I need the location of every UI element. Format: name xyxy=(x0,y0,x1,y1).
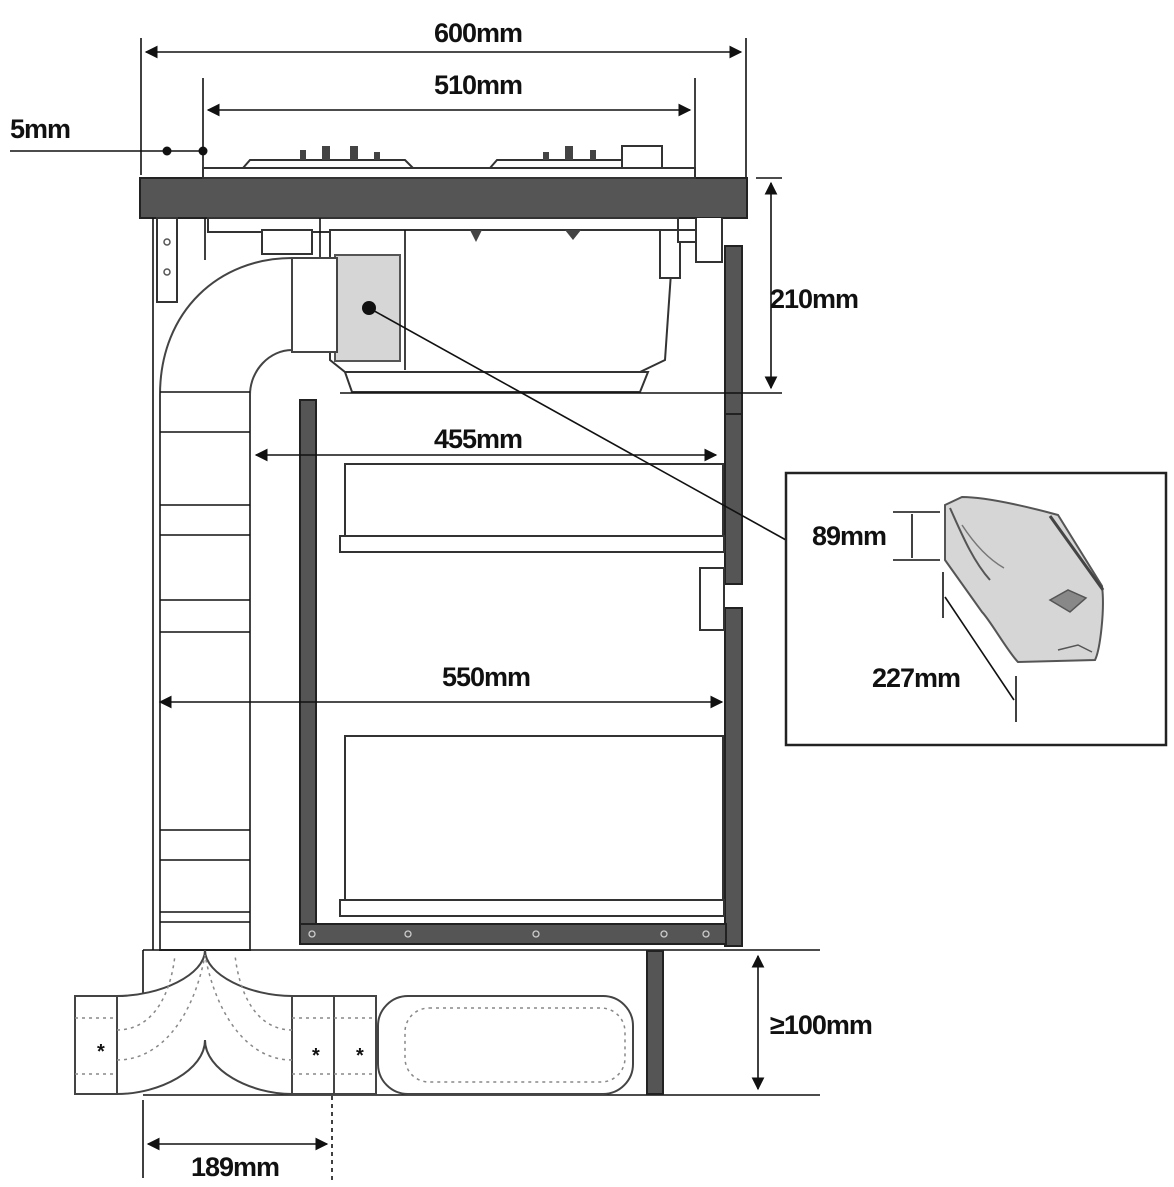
hob xyxy=(202,145,696,179)
dimension-510: 510mm xyxy=(202,70,696,175)
burner-left-knobs xyxy=(300,146,380,160)
upper-drawer xyxy=(344,463,724,537)
dimension-210-label: 210mm xyxy=(770,284,858,314)
dimension-455: 455mm xyxy=(254,424,718,462)
dimension-210: 210mm xyxy=(340,177,859,394)
dimension-227-label: 227mm xyxy=(872,663,960,693)
drawer-carcass xyxy=(299,399,727,945)
bottom-ducting: * * * xyxy=(74,949,634,1096)
dimension-100-label: ≥100mm xyxy=(770,1010,872,1040)
dimension-550: 550mm xyxy=(158,662,724,709)
burner-right-knobs xyxy=(543,146,596,160)
dimension-600-label: 600mm xyxy=(434,18,522,48)
duct-outlet-3d xyxy=(944,495,1105,664)
dimension-600: 600mm xyxy=(140,18,747,180)
asterisk-marker-2: * xyxy=(312,1045,320,1067)
leader-line xyxy=(368,307,787,541)
left-bracket xyxy=(156,217,178,303)
dimension-89: 89mm xyxy=(812,511,940,561)
asterisk-marker-3: * xyxy=(356,1045,364,1067)
dimension-5-label: 5mm xyxy=(10,114,70,144)
dimension-100: ≥100mm xyxy=(751,954,873,1091)
vertical-duct xyxy=(159,256,338,951)
dimension-5: 5mm xyxy=(10,114,208,156)
flat-duct-section xyxy=(377,995,634,1095)
lower-drawer xyxy=(344,735,724,903)
worktop xyxy=(139,177,748,219)
control-block xyxy=(621,145,663,169)
duct-detail-inset: 89mm 227mm xyxy=(784,471,1168,747)
dimension-227: 227mm xyxy=(872,572,1017,722)
dimension-510-label: 510mm xyxy=(434,70,522,100)
asterisk-marker-1: * xyxy=(97,1041,105,1063)
extractor-unit xyxy=(207,217,697,393)
right-cabinet-panels xyxy=(695,218,743,947)
dimension-550-label: 550mm xyxy=(442,662,530,692)
dimension-89-label: 89mm xyxy=(812,521,886,551)
dimension-455-label: 455mm xyxy=(434,424,522,454)
dimension-189-label: 189mm xyxy=(191,1152,279,1182)
dimension-189: 189mm xyxy=(142,1096,333,1182)
